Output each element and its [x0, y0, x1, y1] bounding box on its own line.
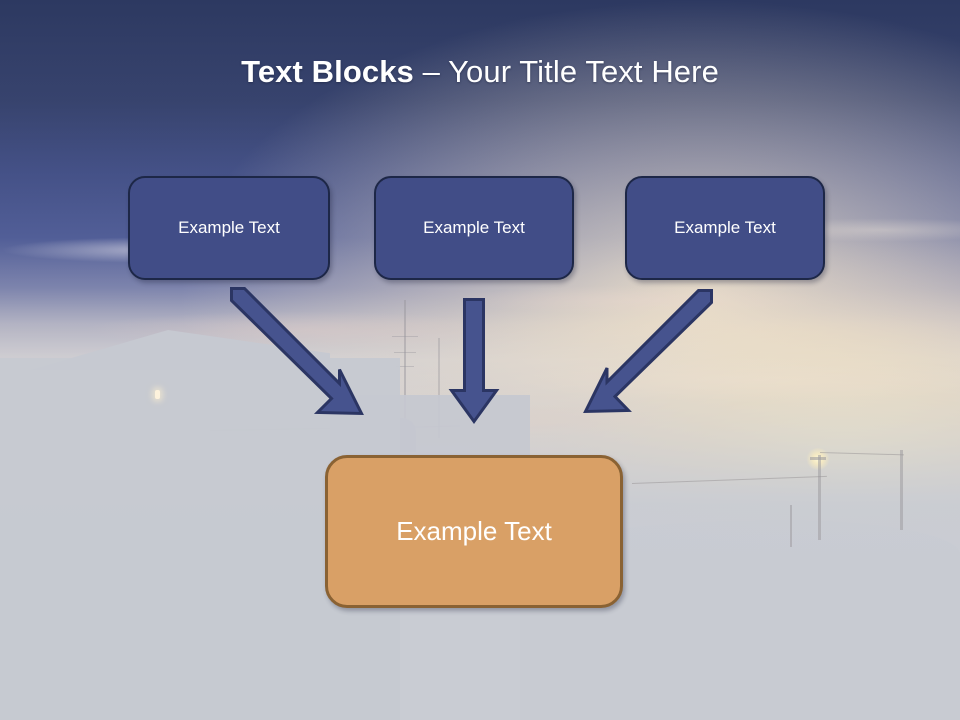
background-antenna-mast	[404, 300, 406, 440]
text-block-3-label: Example Text	[674, 218, 776, 237]
text-block-1-label: Example Text	[178, 218, 280, 237]
text-block-1[interactable]: Example Text	[128, 176, 330, 280]
background-utility-pole	[900, 450, 903, 530]
text-block-2[interactable]: Example Text	[374, 176, 574, 280]
background-antenna-crossbar	[396, 366, 414, 367]
background-utility-pole	[818, 455, 821, 540]
slide-title: Text Blocks – Your Title Text Here	[0, 52, 960, 92]
background-light-dot	[155, 390, 160, 399]
text-block-3[interactable]: Example Text	[625, 176, 825, 280]
arrow-left-diagonal	[230, 287, 364, 416]
background-antenna-crossbar	[392, 336, 418, 337]
arrow-right-diagonal	[583, 289, 713, 414]
text-block-2-label: Example Text	[423, 218, 525, 237]
result-block-label: Example Text	[396, 516, 552, 546]
slide-title-bold: Text Blocks	[241, 54, 414, 89]
background-utility-pole	[790, 505, 792, 547]
background-thin-pole	[438, 338, 440, 438]
slide-title-rest: – Your Title Text Here	[413, 54, 719, 89]
arrow-middle-straight	[448, 298, 500, 425]
background-antenna-crossbar	[394, 352, 416, 353]
result-block[interactable]: Example Text	[325, 455, 623, 608]
